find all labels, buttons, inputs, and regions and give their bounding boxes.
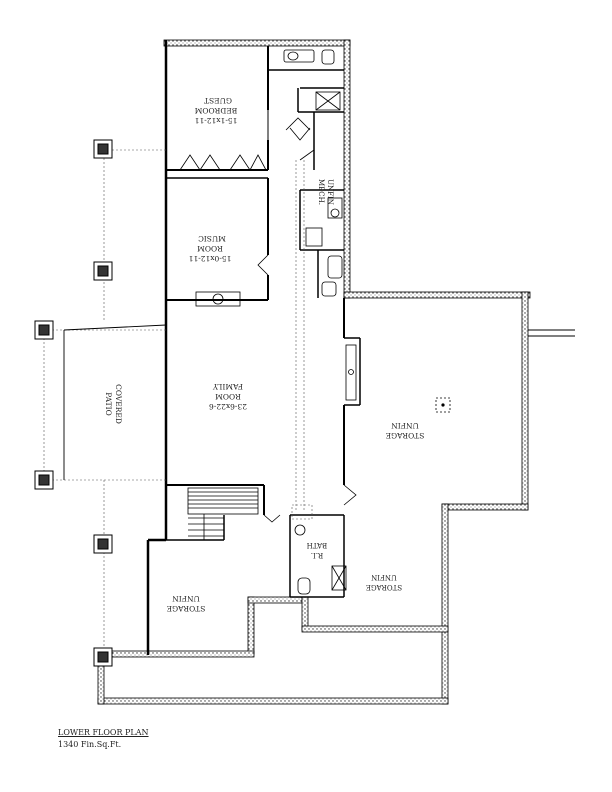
- svg-text:STORAGE: STORAGE: [366, 583, 402, 591]
- svg-text:15-0x12-11: 15-0x12-11: [189, 254, 232, 263]
- room-label-bath-ri: BATH R.I.: [307, 541, 328, 559]
- svg-text:R.I.: R.I.: [311, 551, 324, 559]
- columns: [34, 139, 113, 667]
- svg-text:PATIO: PATIO: [104, 392, 113, 415]
- room-label-music-room: MUSIC ROOM 15-0x12-11: [189, 234, 232, 263]
- patio-outline: [43, 149, 313, 655]
- foundation-walls: [97, 39, 531, 705]
- svg-text:STORAGE: STORAGE: [167, 604, 206, 613]
- svg-text:UNFIN: UNFIN: [371, 573, 397, 581]
- fixtures: [195, 49, 451, 595]
- patio-slab: [63, 324, 167, 480]
- svg-text:GUEST: GUEST: [204, 96, 232, 105]
- svg-text:FAMILY: FAMILY: [212, 382, 243, 391]
- svg-text:ROOM: ROOM: [215, 392, 241, 401]
- svg-text:MUSIC: MUSIC: [198, 234, 226, 243]
- svg-text:MECH.: MECH.: [317, 179, 325, 205]
- svg-text:STORAGE: STORAGE: [386, 431, 425, 440]
- svg-text:COVERED: COVERED: [114, 384, 123, 424]
- plan-title: LOWER FLOOR PLAN: [58, 728, 149, 737]
- svg-text:UNFIN: UNFIN: [172, 594, 200, 603]
- svg-text:23-6x22-6: 23-6x22-6: [209, 402, 247, 411]
- svg-text:UNFIN: UNFIN: [391, 421, 419, 430]
- room-label-unfin-storage-main: UNFIN STORAGE: [386, 421, 425, 440]
- stairs: [187, 487, 259, 540]
- room-label-unfin-storage-left: UNFIN STORAGE: [167, 594, 206, 613]
- doors: [179, 117, 357, 523]
- svg-text:15-1x12-11: 15-1x12-11: [195, 116, 238, 125]
- room-label-unfin-mech: UNFIN MECH.: [317, 179, 334, 205]
- svg-text:UNFIN: UNFIN: [326, 179, 334, 205]
- room-label-unfin-storage-right: UNFIN STORAGE: [366, 573, 402, 591]
- svg-text:BEDROOM: BEDROOM: [194, 106, 237, 115]
- room-label-guest-bedroom: GUEST BEDROOM 15-1x12-11: [194, 96, 237, 125]
- svg-text:ROOM: ROOM: [197, 244, 223, 253]
- svg-text:BATH: BATH: [307, 541, 328, 549]
- interior-walls: [146, 40, 575, 655]
- plan-area: 1340 Fin.Sq.Ft.: [58, 740, 122, 749]
- room-label-covered-patio: COVERED PATIO: [104, 384, 123, 424]
- room-label-family-room: FAMILY ROOM 23-6x22-6: [209, 382, 247, 411]
